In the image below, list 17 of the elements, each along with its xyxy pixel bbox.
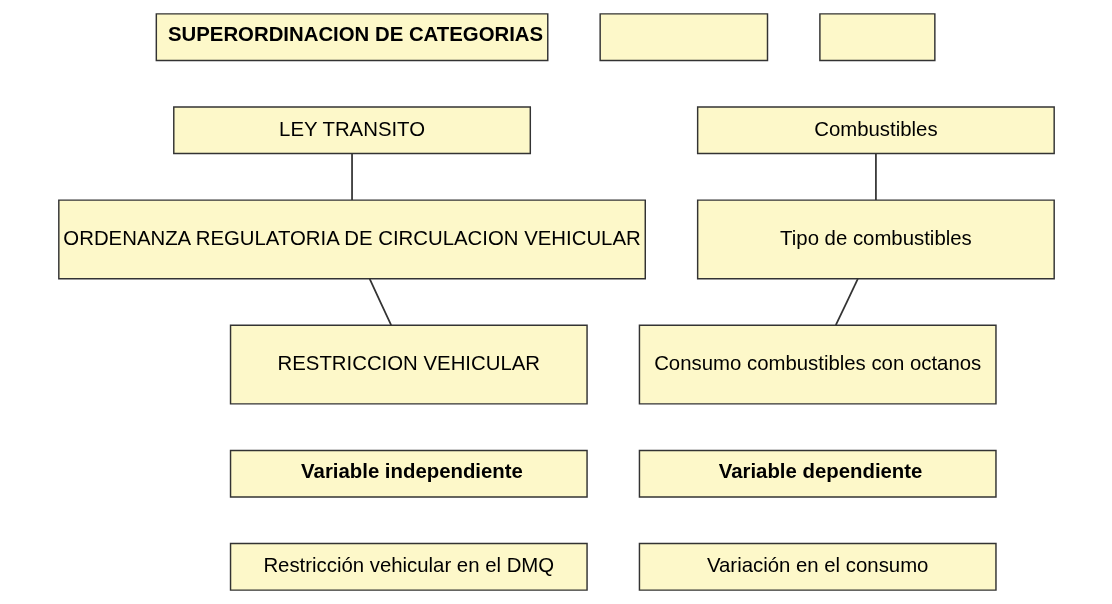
node-box: Variable independiente: [229, 449, 588, 498]
connector: [350, 152, 353, 201]
node-box: SUPERORDINACION DE CATEGORIAS: [155, 13, 548, 62]
node-box: [818, 13, 936, 62]
node-box: RESTRICCION VEHICULAR: [229, 324, 588, 405]
node-box: Combustibles: [696, 106, 1055, 155]
node-box: Variable dependiente: [638, 449, 997, 498]
connector: [834, 278, 859, 326]
node-box: LEY TRANSITO: [172, 106, 531, 155]
node-box: Consumo combustibles con octanos: [638, 324, 997, 405]
connector: [874, 152, 877, 201]
node-box: Restricción vehicular en el DMQ: [229, 542, 588, 591]
node-box: [598, 13, 768, 62]
connector: [368, 278, 392, 326]
node-box: Variación en el consumo: [638, 542, 997, 591]
node-box: Tipo de combustibles: [696, 199, 1055, 280]
node-box: ORDENANZA REGULATORIA DE CIRCULACION VEHICULAR: [57, 199, 646, 280]
